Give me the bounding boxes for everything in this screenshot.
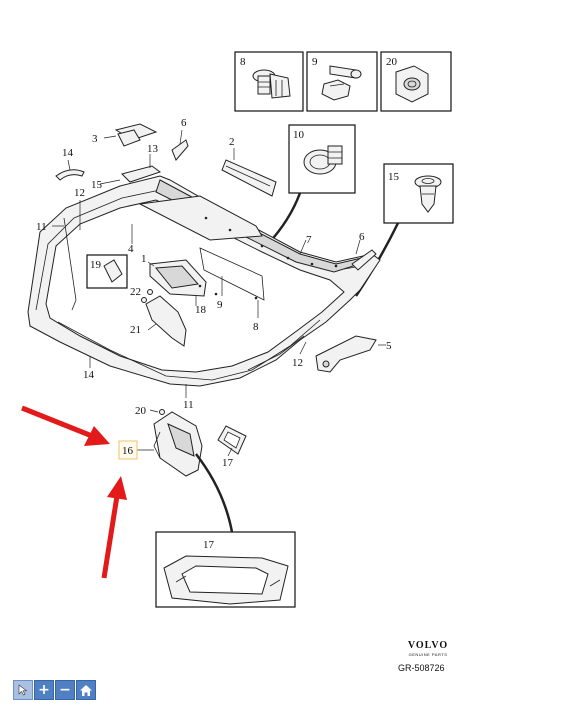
callout-6-top: 6: [181, 117, 187, 129]
callout-2: 2: [229, 136, 235, 148]
pointer-icon: [18, 684, 28, 696]
callout-12-right: 12: [292, 357, 303, 369]
callout-6-right: 6: [359, 231, 365, 243]
highlight-arrows: [21, 405, 127, 579]
reference-code: GR-508726: [398, 663, 445, 673]
screw-9-icon: [321, 65, 362, 101]
component-17: [217, 425, 247, 455]
zoom-out-button[interactable]: −: [55, 680, 75, 700]
callout-5: 5: [386, 340, 392, 352]
callout-3: 3: [92, 133, 98, 145]
inset-label-10: 10: [293, 129, 305, 141]
component-5: [315, 335, 377, 373]
component-13: [121, 165, 162, 183]
brand-subtitle: GENUINE PARTS: [408, 652, 448, 657]
component-14-top: [55, 169, 85, 181]
callout-numbers: 3 14 13 6 2 15 12 11 4 1 7 6 22 9 18 8 2…: [36, 117, 392, 469]
callout-16-highlight: [118, 440, 138, 460]
inset-label-15: 15: [388, 171, 400, 183]
callout-20: 20: [135, 405, 147, 417]
callout-8: 8: [253, 321, 259, 333]
callout-4: 4: [128, 243, 134, 255]
clip-10-icon: [303, 145, 343, 175]
component-20-screw: [159, 409, 165, 415]
push-clip-15-icon: [414, 175, 442, 213]
inset-label-9: 9: [312, 56, 318, 68]
inset-label-8: 8: [240, 56, 246, 68]
callout-1: 1: [141, 253, 147, 265]
callout-13: 13: [147, 143, 159, 155]
inset-box-8: 8: [234, 51, 304, 112]
component-19: 19: [86, 254, 128, 289]
callout-11-bottom: 11: [183, 399, 194, 411]
plastic-rivet-8-icon: [252, 69, 291, 99]
callout-17: 17: [222, 457, 234, 469]
brand-name: VOLVO: [407, 640, 449, 651]
component-3: [114, 123, 158, 147]
inset-box-17: 17: [155, 453, 296, 608]
component-6: [171, 139, 377, 271]
callout-12-left: 12: [74, 187, 85, 199]
viewer-toolbar: + −: [13, 680, 96, 700]
pointer-button[interactable]: [13, 680, 33, 700]
inset-label-20: 20: [386, 56, 398, 68]
callout-7: 7: [306, 234, 312, 246]
callout-21: 21: [130, 324, 141, 336]
leader-lines: [52, 129, 386, 457]
home-button[interactable]: [76, 680, 96, 700]
inset-box-20: 20: [380, 51, 452, 112]
callout-14-bottom: 14: [83, 369, 95, 381]
volvo-logo: VOLVO GENUINE PARTS: [398, 640, 458, 657]
callout-11-left: 11: [36, 221, 47, 233]
component-16: [153, 411, 203, 477]
callout-9: 9: [217, 299, 223, 311]
zoom-in-button[interactable]: +: [34, 680, 54, 700]
nut-20-icon: [395, 65, 429, 103]
callout-18: 18: [195, 304, 207, 316]
home-icon: [80, 684, 92, 696]
inset-box-10: 10: [267, 124, 356, 245]
hood-panel: [27, 175, 381, 387]
callout-22: 22: [130, 286, 141, 298]
inset-box-9: 9: [306, 51, 378, 112]
inset-box-15: 15: [354, 163, 454, 297]
inset-label-19: 19: [90, 259, 102, 271]
inset-label-17: 17: [203, 539, 215, 551]
callout-14-top: 14: [62, 147, 74, 159]
callout-15: 15: [91, 179, 103, 191]
minus-icon: −: [59, 682, 71, 698]
component-2: [221, 159, 277, 197]
plus-icon: +: [38, 682, 50, 698]
callout-16: 16: [122, 445, 134, 457]
